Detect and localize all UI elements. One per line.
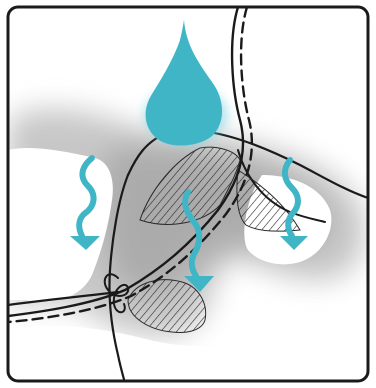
illustration-canvas [0, 0, 376, 388]
illustration-svg [0, 0, 376, 388]
